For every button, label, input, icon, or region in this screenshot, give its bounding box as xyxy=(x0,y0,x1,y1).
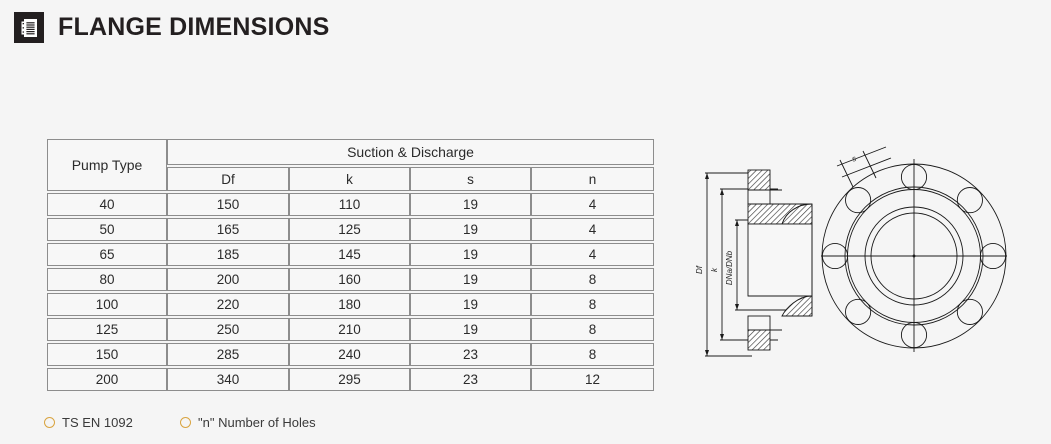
table-row: 65 185 145 19 4 xyxy=(47,243,654,266)
column-group-header-suction-discharge: Suction & Discharge xyxy=(167,139,654,165)
cell-k: 295 xyxy=(289,368,410,391)
cell-pump-type: 50 xyxy=(47,218,167,241)
table-row: 100 220 180 19 8 xyxy=(47,293,654,316)
table-row: 200 340 295 23 12 xyxy=(47,368,654,391)
cell-df: 250 xyxy=(167,318,289,341)
table-row: 40 150 110 19 4 xyxy=(47,193,654,216)
cell-n: 8 xyxy=(531,268,654,291)
column-header-df: Df xyxy=(167,167,289,191)
cell-pump-type: 100 xyxy=(47,293,167,316)
dimension-label-df: Df xyxy=(695,265,704,274)
cell-k: 180 xyxy=(289,293,410,316)
page-title: FLANGE DIMENSIONS xyxy=(58,13,330,41)
cell-s: 19 xyxy=(410,193,531,216)
cell-k: 125 xyxy=(289,218,410,241)
legend-label-holes: "n" Number of Holes xyxy=(198,415,316,430)
cell-s: 19 xyxy=(410,293,531,316)
cell-n: 8 xyxy=(531,318,654,341)
cell-pump-type: 125 xyxy=(47,318,167,341)
column-header-s: s xyxy=(410,167,531,191)
cell-pump-type: 200 xyxy=(47,368,167,391)
cell-s: 19 xyxy=(410,218,531,241)
cell-df: 150 xyxy=(167,193,289,216)
cell-k: 240 xyxy=(289,343,410,366)
cell-df: 185 xyxy=(167,243,289,266)
cell-df: 340 xyxy=(167,368,289,391)
table-row: 80 200 160 19 8 xyxy=(47,268,654,291)
table-row: 125 250 210 19 8 xyxy=(47,318,654,341)
cell-s: 23 xyxy=(410,343,531,366)
cell-pump-type: 80 xyxy=(47,268,167,291)
cell-k: 160 xyxy=(289,268,410,291)
legend-item-standard: TS EN 1092 xyxy=(44,416,180,429)
cell-df: 285 xyxy=(167,343,289,366)
cell-df: 200 xyxy=(167,268,289,291)
table-row: 50 165 125 19 4 xyxy=(47,218,654,241)
dimension-label-s: s xyxy=(851,154,858,164)
cell-df: 220 xyxy=(167,293,289,316)
table-row: 150 285 240 23 8 xyxy=(47,343,654,366)
circle-bullet-icon xyxy=(180,417,191,428)
cell-s: 19 xyxy=(410,243,531,266)
table-head: Pump Type Suction & Discharge Df k s n xyxy=(47,139,654,191)
flange-technical-drawing: Df k DNa/DNb xyxy=(690,140,1050,380)
page-header: FLANGE DIMENSIONS xyxy=(14,12,329,43)
column-header-k: k xyxy=(289,167,410,191)
cell-s: 19 xyxy=(410,318,531,341)
cell-n: 8 xyxy=(531,293,654,316)
table-body: 40 150 110 19 4 50 165 125 19 4 65 185 1… xyxy=(47,193,654,391)
cell-n: 4 xyxy=(531,218,654,241)
dimension-label-k: k xyxy=(710,267,719,272)
cell-n: 4 xyxy=(531,193,654,216)
front-view xyxy=(821,146,1007,352)
cell-pump-type: 150 xyxy=(47,343,167,366)
legend: TS EN 1092 "n" Number of Holes xyxy=(44,416,316,429)
flange-dimensions-table: Pump Type Suction & Discharge Df k s n 4… xyxy=(47,137,654,393)
column-header-n: n xyxy=(531,167,654,191)
cell-n: 4 xyxy=(531,243,654,266)
dimension-label-dna-dnb: DNa/DNb xyxy=(725,250,734,285)
cell-n: 12 xyxy=(531,368,654,391)
cell-pump-type: 40 xyxy=(47,193,167,216)
table-header-row-2: Df k s n xyxy=(47,167,654,191)
table-header-row-1: Pump Type Suction & Discharge xyxy=(47,139,654,191)
cell-k: 210 xyxy=(289,318,410,341)
document-list-icon xyxy=(14,12,44,43)
cell-s: 19 xyxy=(410,268,531,291)
cell-pump-type: 65 xyxy=(47,243,167,266)
circle-bullet-icon xyxy=(44,417,55,428)
cell-k: 110 xyxy=(289,193,410,216)
cell-n: 8 xyxy=(531,343,654,366)
cell-k: 145 xyxy=(289,243,410,266)
cell-s: 23 xyxy=(410,368,531,391)
legend-label-standard: TS EN 1092 xyxy=(62,415,133,430)
section-view xyxy=(705,169,813,357)
cell-df: 165 xyxy=(167,218,289,241)
legend-item-holes: "n" Number of Holes xyxy=(180,416,316,429)
column-header-pump-type: Pump Type xyxy=(47,139,167,191)
